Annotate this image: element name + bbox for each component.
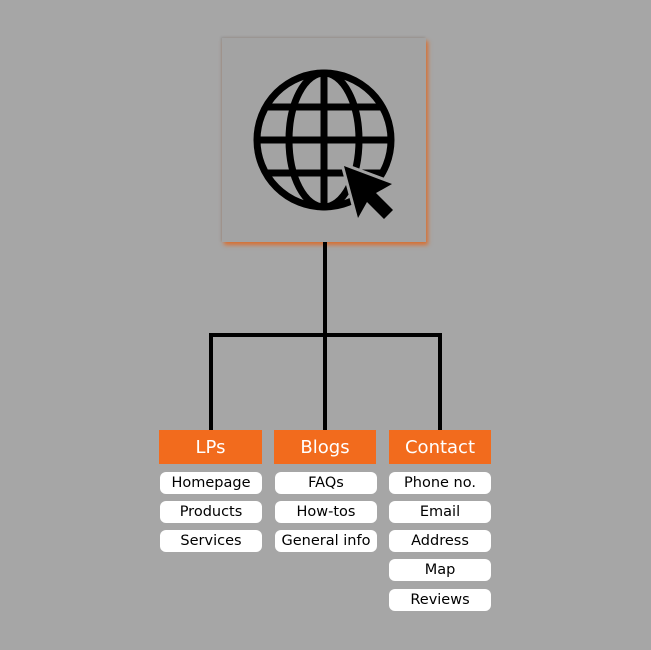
website-root-node: [222, 38, 426, 242]
category-contact: Contact: [389, 430, 491, 464]
list-item-general-info: General info: [275, 530, 377, 552]
category-lps: LPs: [159, 430, 262, 464]
list-item-products: Products: [160, 501, 262, 523]
list-item-map: Map: [389, 559, 491, 581]
list-item-faqs: FAQs: [275, 472, 377, 494]
category-blogs: Blogs: [274, 430, 376, 464]
list-item-phone: Phone no.: [389, 472, 491, 494]
list-item-services: Services: [160, 530, 262, 552]
list-item-how-tos: How-tos: [275, 501, 377, 523]
globe-with-cursor-icon: [253, 69, 396, 222]
list-item-address: Address: [389, 530, 491, 552]
list-item-reviews: Reviews: [389, 589, 491, 611]
list-item-homepage: Homepage: [160, 472, 262, 494]
list-item-email: Email: [389, 501, 491, 523]
